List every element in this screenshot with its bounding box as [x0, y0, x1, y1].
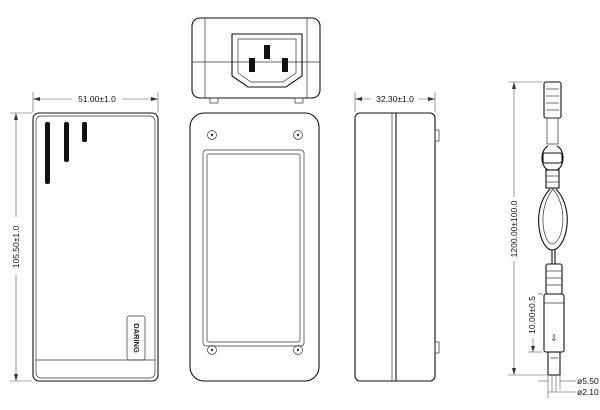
- plug-length-label: 10.00±0.5: [527, 296, 537, 334]
- diameter-callouts: ø5.50 ø2.10: [538, 376, 599, 398]
- arrow-down-icon: ⇩: [550, 334, 558, 344]
- top-view: [191, 17, 321, 104]
- width-dimension: 51.00±1.0: [32, 92, 159, 112]
- height-dimension: 105.50±1.0: [10, 112, 32, 382]
- inner-diameter-label: ø2.10: [577, 387, 599, 397]
- back-view: [189, 112, 320, 382]
- width-label: 51.00±1.0: [78, 94, 116, 104]
- plug-length-dimension: 10.00±0.5: [527, 292, 543, 353]
- height-label: 105.50±1.0: [11, 225, 21, 268]
- side-view: [354, 112, 440, 382]
- vent-slots: [45, 122, 87, 184]
- ac-inlet: [231, 33, 303, 88]
- cable-length-label: 1200.00±100.0: [509, 200, 519, 257]
- depth-label: 32.30±1.0: [376, 94, 414, 104]
- front-view: DARING: [32, 112, 159, 382]
- cable-length-dimension: 1200.00±100.0: [507, 81, 547, 376]
- brand-logo: DARING: [126, 315, 146, 361]
- outer-diameter-label: ø5.50: [577, 376, 599, 386]
- brand-logo-text: DARING: [132, 323, 141, 353]
- dc-cable-assembly: ⇩: [538, 81, 568, 376]
- depth-dimension: 32.30±1.0: [354, 92, 436, 112]
